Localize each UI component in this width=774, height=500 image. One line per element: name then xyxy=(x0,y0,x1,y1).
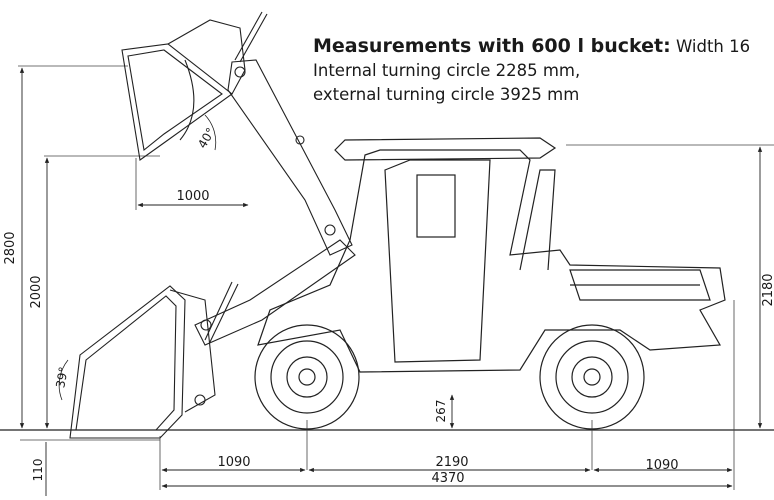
label-front-overhang: 1090 xyxy=(217,455,250,470)
label-cab-height: 2180 xyxy=(761,273,774,306)
lowered-bucket xyxy=(69,285,216,439)
label-wheelbase: 2190 xyxy=(435,455,468,470)
label-rollback-angle: 39° xyxy=(53,366,70,389)
front-wheel xyxy=(254,324,360,430)
caption-heading-rest: Width 16 xyxy=(670,37,751,56)
caption-internal-turning: Internal turning circle 2285 mm, xyxy=(313,61,581,80)
rear-wheel xyxy=(539,324,645,430)
label-reach: 1000 xyxy=(176,189,209,204)
label-rear-overhang: 1090 xyxy=(645,458,678,473)
raised-bucket xyxy=(121,19,246,161)
raised-boom xyxy=(227,11,353,256)
caption-external-turning: external turning circle 3925 mm xyxy=(313,85,580,104)
label-dump-height: 2000 xyxy=(29,275,44,308)
label-dig-depth: 110 xyxy=(31,459,45,482)
dump-angle-arc xyxy=(204,114,217,151)
caption-heading-line: Measurements with 600 l bucket: Width 16 xyxy=(313,34,774,59)
label-dump-angle: 40° xyxy=(195,125,218,150)
caption-heading: Measurements with 600 l bucket: xyxy=(313,35,671,57)
lowered-boom xyxy=(194,239,356,406)
reference-lines xyxy=(18,65,774,490)
dimension-lines xyxy=(19,67,763,496)
label-max-height: 2800 xyxy=(3,231,18,264)
label-total-length: 4370 xyxy=(431,471,464,486)
measurements-caption: Measurements with 600 l bucket: Width 16… xyxy=(313,34,774,107)
rollback-angle-arc xyxy=(58,359,69,401)
machine-body xyxy=(257,137,726,373)
label-ground-clearance: 267 xyxy=(434,400,448,423)
